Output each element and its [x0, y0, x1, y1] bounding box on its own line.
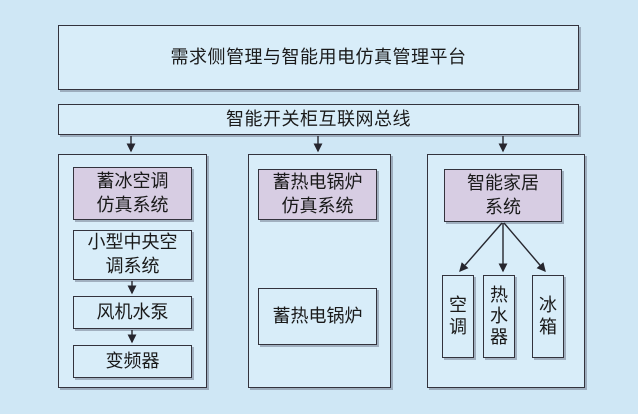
header-ice-storage-ac: 蓄冰空调 仿真系统	[73, 167, 192, 220]
platform-box: 需求侧管理与智能用电仿真管理平台	[58, 25, 579, 90]
header-smart-home: 智能家居 系统	[444, 169, 562, 222]
box-fan-pump: 风机水泵	[73, 296, 192, 329]
bus-label: 智能开关柜互联网总线	[226, 108, 411, 130]
header-ice-storage-ac-label: 蓄冰空调 仿真系统	[96, 170, 169, 216]
box-water-heater: 热水器	[483, 275, 515, 358]
box-inverter-label: 变频器	[105, 350, 160, 372]
bus-box: 智能开关柜互联网总线	[58, 104, 579, 135]
platform-label: 需求侧管理与智能用电仿真管理平台	[170, 46, 467, 68]
box-heat-storage-boiler: 蓄热电锅炉	[258, 288, 377, 345]
box-fridge: 冰箱	[532, 275, 564, 358]
header-heat-storage-boiler-label: 蓄热电锅炉 仿真系统	[272, 171, 363, 217]
box-air-conditioner-label: 空调	[448, 295, 467, 338]
header-heat-storage-boiler: 蓄热电锅炉 仿真系统	[258, 169, 377, 220]
box-central-ac: 小型中央空 调系统	[73, 230, 192, 280]
box-central-ac-label: 小型中央空 调系统	[87, 232, 178, 277]
box-water-heater-label: 热水器	[489, 284, 508, 349]
box-fan-pump-label: 风机水泵	[96, 301, 169, 323]
box-fridge-label: 冰箱	[538, 295, 557, 338]
header-smart-home-label: 智能家居 系统	[467, 172, 539, 218]
box-heat-storage-boiler-label: 蓄热电锅炉	[272, 305, 363, 327]
box-inverter: 变频器	[73, 345, 192, 378]
box-air-conditioner: 空调	[442, 275, 474, 358]
